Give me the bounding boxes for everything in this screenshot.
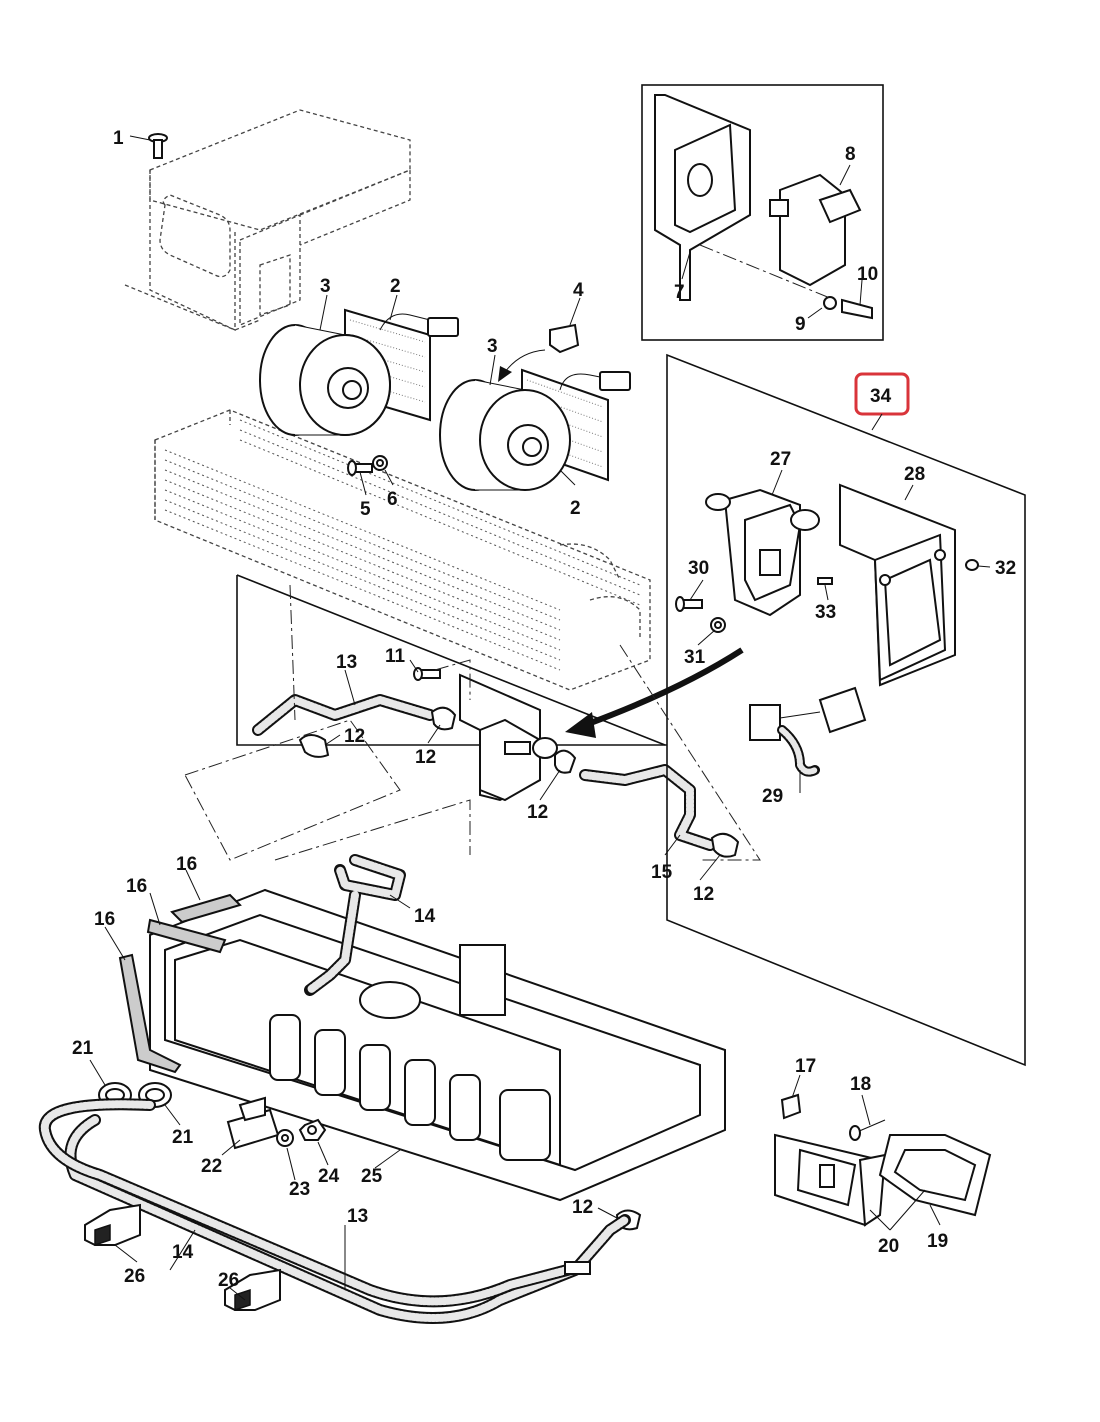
- blower-motor-right: [439, 368, 631, 491]
- callout-4: 4: [573, 280, 584, 301]
- screw-item-1: [148, 133, 168, 159]
- callout-33: 33: [815, 602, 836, 623]
- callout-29: 29: [762, 786, 783, 807]
- water-valve-item-27: [705, 488, 820, 617]
- callout-16a: 16: [176, 854, 197, 875]
- tray-vents: [269, 1014, 551, 1161]
- nut-item-24: [298, 1118, 327, 1141]
- hose-item-14-upper: [304, 854, 406, 996]
- callout-25: 25: [361, 1166, 383, 1187]
- sensor-item-18: [849, 1119, 886, 1141]
- hose-item-14-lower: [38, 1098, 591, 1308]
- screw-item-32: [965, 559, 979, 571]
- vent-bezel-item-20: [774, 1133, 887, 1227]
- callout-28: 28: [904, 464, 925, 485]
- base-tray-item-25: [149, 888, 726, 1202]
- hose-item-13-lower: [64, 1114, 631, 1324]
- phantom-lines: [184, 584, 761, 861]
- callout-27: 27: [770, 449, 791, 470]
- screw-item-5: [347, 460, 373, 476]
- callout-26a: 26: [124, 1266, 145, 1287]
- callout-9: 9: [795, 314, 806, 335]
- vent-outlet-item-19: [878, 1134, 992, 1217]
- callout-20: 20: [878, 1236, 899, 1257]
- callout-1: 1: [113, 128, 124, 149]
- screw-item-30: [675, 596, 703, 612]
- callout-34: 34: [870, 386, 892, 407]
- callout-8: 8: [845, 144, 856, 165]
- callout-5: 5: [360, 499, 371, 520]
- callout-10: 10: [857, 264, 878, 285]
- callout-15: 15: [651, 862, 673, 883]
- callout-19: 19: [927, 1231, 948, 1252]
- callout-26b: 26: [218, 1270, 239, 1291]
- callout-12d: 12: [693, 884, 714, 905]
- seals-item-16: [118, 893, 242, 1074]
- clip-item-26-left: [84, 1203, 141, 1247]
- blower-motor-left: [259, 308, 459, 436]
- callout-13a: 13: [336, 652, 357, 673]
- callout-11: 11: [385, 646, 406, 667]
- callout-12e: 12: [572, 1197, 593, 1218]
- callout-leaders: [89, 135, 991, 1301]
- callout-12a: 12: [344, 726, 365, 747]
- inset-box-valve-bracket: [641, 84, 884, 341]
- washer-item-6: [372, 455, 388, 471]
- harness-item-29: [749, 686, 867, 777]
- callout-17: 17: [795, 1056, 816, 1077]
- hose-item-15: [579, 764, 716, 851]
- bracket-item-28: [839, 483, 956, 687]
- callout-18: 18: [850, 1074, 871, 1095]
- callout-3b: 3: [487, 336, 498, 357]
- ghost-heater-core: [154, 409, 651, 691]
- callout-2a: 2: [390, 276, 401, 297]
- callout-16c: 16: [94, 909, 115, 930]
- callout-21b: 21: [172, 1127, 194, 1148]
- hose-item-13-upper: [252, 694, 436, 736]
- arrow-kit-to-valve: [565, 647, 744, 738]
- clip-item-4: [498, 323, 580, 382]
- cap-item-17: [780, 1093, 802, 1120]
- callout-13b: 13: [347, 1206, 368, 1227]
- valve-kit-frame-34: [666, 353, 1026, 1067]
- callout-16b: 16: [126, 876, 147, 897]
- callout-6: 6: [387, 489, 398, 510]
- callout-24: 24: [318, 1166, 340, 1187]
- callout-labels: 1 2 2 3 3 4 5 6 7 8 9 10 11 12 12 12 12 …: [72, 128, 1016, 1291]
- water-valve-assembled: [413, 667, 558, 802]
- callout-31: 31: [684, 647, 706, 668]
- callout-23: 23: [289, 1179, 310, 1200]
- callout-7: 7: [674, 282, 685, 303]
- callout-14b: 14: [172, 1242, 194, 1263]
- callout-14a: 14: [414, 906, 436, 927]
- callout-12b: 12: [415, 747, 436, 768]
- callout-21a: 21: [72, 1038, 94, 1059]
- callout-3a: 3: [320, 276, 331, 297]
- callout-32: 32: [995, 558, 1016, 579]
- callout-30: 30: [688, 558, 709, 579]
- callout-2b: 2: [570, 498, 581, 519]
- washer-item-31: [710, 617, 726, 633]
- washer-item-23: [276, 1129, 294, 1147]
- callout-12c: 12: [527, 802, 548, 823]
- callout-22: 22: [201, 1156, 222, 1177]
- screw-item-33: [817, 577, 833, 585]
- ghost-housing: [124, 109, 411, 332]
